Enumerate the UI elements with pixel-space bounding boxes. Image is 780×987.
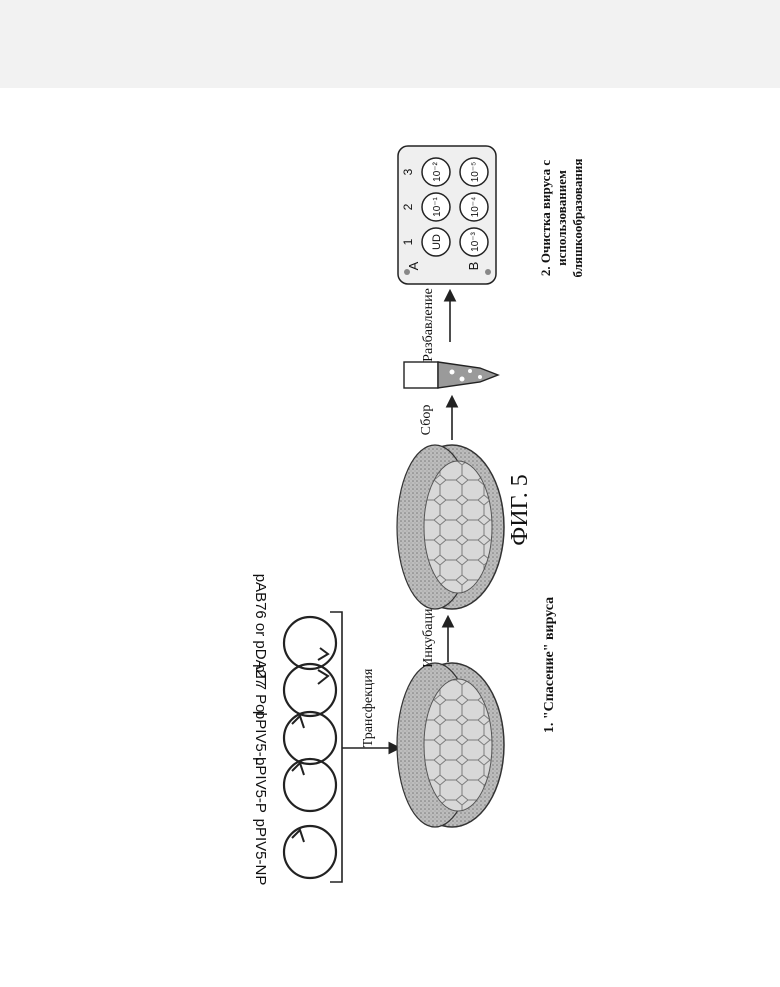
transfection-label: Трансфекция [361, 668, 376, 747]
plasmid-np [284, 826, 336, 878]
figure-caption: ФИГ. 5 [500, 450, 540, 570]
plate-row-b: B [466, 262, 481, 271]
culture-dish-1 [397, 663, 504, 827]
plate-col-3: 3 [401, 168, 415, 175]
plate-row-a: A [406, 261, 421, 270]
well-b2: 10⁻⁴ [470, 197, 481, 218]
harvest-label: Сбор [419, 405, 434, 436]
stage-title-purification-1: 2. Очистка вируса с [538, 160, 553, 276]
plasmid-label-l: pPIV5-L [252, 711, 269, 765]
incubation-label: Инкубация [421, 602, 436, 668]
stage-title-purification-2: использованием [554, 170, 569, 266]
culture-dish-2 [397, 445, 504, 609]
plasmid-t7 [284, 664, 336, 716]
collection-tube [404, 362, 498, 388]
plasmid-l [284, 712, 336, 764]
plasmid-p [284, 759, 336, 811]
plasmid-label-p: pPIV5-P [252, 757, 269, 813]
plate-col-1: 1 [401, 238, 415, 245]
stage-title-rescue: 1. "Спасение" вируса [542, 597, 557, 733]
well-b3: 10⁻⁵ [470, 162, 481, 183]
stage-title-purification-3: бляшкообразования [570, 159, 585, 278]
plasmid-label-np: pPIV5-NP [252, 819, 269, 886]
well-a3: 10⁻² [432, 161, 443, 181]
well-b1: 10⁻³ [470, 231, 481, 251]
well-a1: UD [431, 234, 443, 250]
well-a2: 10⁻¹ [432, 196, 443, 216]
plate-col-2: 2 [401, 203, 415, 210]
plasmid-bracket [330, 612, 342, 882]
plasmid-label-ab76: pAB76 or pDA27 [252, 574, 269, 687]
plasmid-ab76 [284, 617, 336, 669]
dilution-label: Разбавление [421, 288, 436, 362]
